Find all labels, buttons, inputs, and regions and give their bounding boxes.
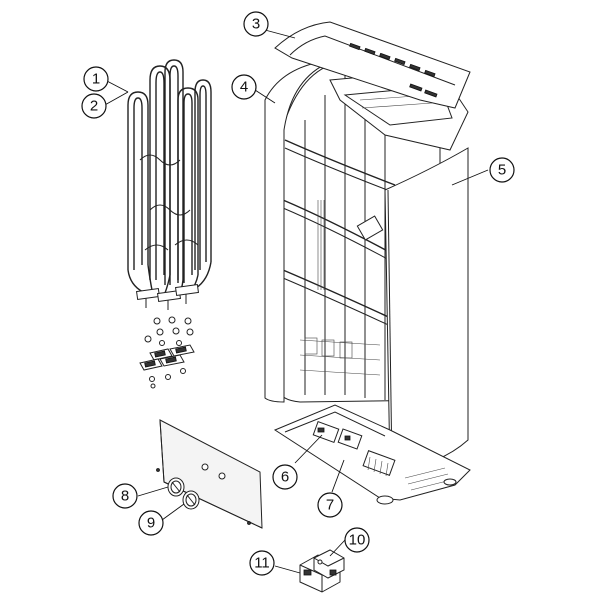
top-cover-slots [349, 42, 438, 98]
callout-5: 5 [489, 157, 515, 183]
base-tray [273, 404, 471, 505]
callout-10: 10 [344, 527, 370, 553]
callout-7: 7 [317, 492, 343, 518]
callout-label: 3 [252, 16, 260, 33]
heating-elements [127, 59, 212, 310]
callout-label: 8 [121, 488, 129, 505]
callout-label: 5 [498, 162, 506, 179]
control-panel-plate [156, 419, 263, 529]
callout-6: 6 [272, 464, 298, 490]
callout-11: 11 [249, 550, 275, 576]
leader-lines [102, 29, 489, 574]
callout-4: 4 [231, 74, 257, 100]
callout-label: 4 [240, 79, 248, 96]
gasket-plates [139, 344, 195, 371]
callout-1: 1 [83, 66, 109, 92]
terminal-block [362, 450, 396, 477]
callout-3: 3 [243, 11, 269, 37]
callout-label: 1 [92, 71, 100, 88]
callout-9: 9 [138, 510, 164, 536]
control-knob [167, 477, 185, 497]
vent-slots [317, 200, 325, 290]
callout-label: 2 [90, 98, 98, 115]
callout-8: 8 [112, 483, 138, 509]
callout-2: 2 [81, 93, 107, 119]
callout-label: 7 [326, 497, 334, 514]
control-knob [182, 490, 200, 510]
callout-label: 6 [281, 469, 289, 486]
heater-body [264, 61, 469, 471]
top-cover [274, 21, 471, 109]
element-hardware [139, 316, 195, 389]
relay-assembly [299, 549, 345, 593]
callout-label: 11 [254, 555, 270, 572]
callout-label: 9 [147, 515, 155, 532]
callout-label: 10 [349, 532, 366, 549]
